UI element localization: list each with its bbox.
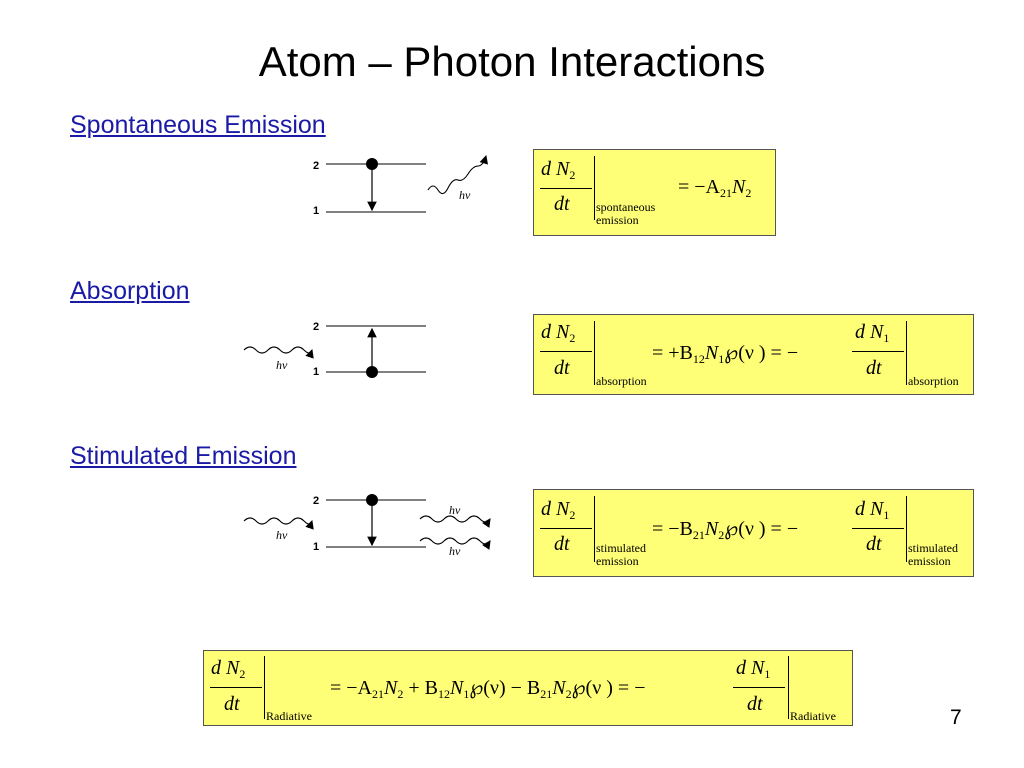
absorption-equation: d N2 dt absorption = +B12N1℘(ν ) = − d N… [533,314,974,395]
photon-out-bottom-label: hν [449,544,461,558]
evaluation-bar [594,156,595,220]
incoming-photon-wave-icon [243,346,314,359]
evaluation-bar [264,656,265,719]
lhs-denominator: dt [554,193,570,215]
electron-dot [366,366,378,378]
electron-dot [366,158,378,170]
evaluation-bar [594,321,595,385]
spontaneous-emission-diagram [326,154,488,213]
fraction-line [540,351,592,352]
heading-stimulated-emission[interactable]: Stimulated Emission [70,442,297,470]
evaluation-bar [594,496,595,562]
evaluation-bar [906,496,907,562]
heading-absorption[interactable]: Absorption [70,277,190,305]
evaluation-bar [788,656,789,719]
outgoing-photon-wave-bottom-icon [419,537,491,550]
lhs-denominator: dt [554,533,570,555]
fraction-line [852,528,904,529]
stimulated-emission-diagram [243,494,491,550]
absorption-diagram [243,325,426,378]
evaluation-bar [906,321,907,385]
level-label-upper: 2 [313,321,320,333]
rhs-denominator: dt [866,533,882,555]
rhs-expression: = −A21N2 + B12N1℘(ν) − B21N2℘(ν ) = − [330,677,646,701]
rhs-numerator: d N1 [736,657,771,681]
fraction-line [852,351,904,352]
fraction-line [210,687,262,688]
emitted-photon-wave-icon [427,154,488,195]
photon-in-label: hν [276,528,288,542]
outgoing-photon-wave-top-icon [419,515,491,528]
photon-label: hν [459,188,471,202]
slide-title: Atom – Photon Interactions [258,38,766,85]
mid-expression: = +B12N1℘(ν ) = − [652,342,799,366]
incoming-photon-wave-icon [243,517,314,530]
lhs-denominator: dt [224,693,240,715]
total-radiative-rate-equation: d N2 dt Radiative = −A21N2 + B12N1℘(ν) −… [203,650,853,726]
fraction-line [540,528,592,529]
heading-spontaneous-emission[interactable]: Spontaneous Emission [70,111,326,139]
rhs-numerator: d N1 [855,498,890,522]
photon-label: hν [276,358,288,372]
lhs-numerator: d N2 [541,498,576,522]
condition-label-left: absorption [596,374,647,388]
photon-out-top-label: hν [449,503,461,517]
fraction-line [540,188,592,189]
rhs-denominator: dt [866,357,882,379]
condition-label-left: Radiative [266,709,312,723]
electron-dot [366,494,378,506]
condition-label-right: Radiative [790,709,836,723]
rhs-expression: = −A21N2 [678,176,752,200]
mid-expression: = −B21N2℘(ν ) = − [652,518,799,542]
lhs-numerator: d N2 [541,158,576,182]
fraction-line [733,687,785,688]
condition-label-right: absorption [908,374,959,388]
level-label-lower: 1 [313,541,320,553]
page-number: 7 [950,706,962,729]
rhs-denominator: dt [747,693,763,715]
lhs-numerator: d N2 [211,657,246,681]
level-label-upper: 2 [313,495,320,507]
lhs-denominator: dt [554,357,570,379]
level-label-upper: 2 [313,160,320,172]
level-label-lower: 1 [313,205,320,217]
level-label-lower: 1 [313,366,320,378]
rhs-numerator: d N1 [855,321,890,345]
lhs-numerator: d N2 [541,321,576,345]
